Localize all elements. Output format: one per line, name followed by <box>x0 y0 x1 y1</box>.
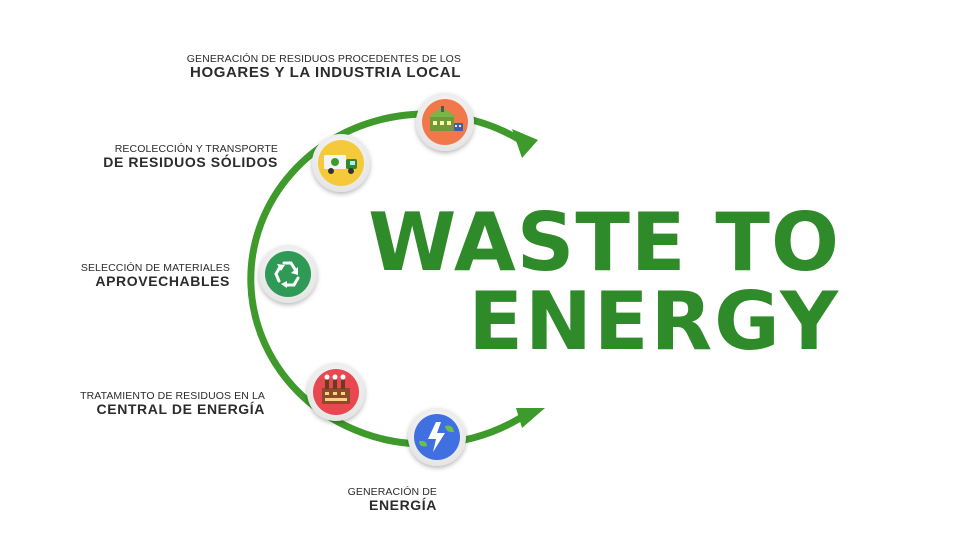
step-tratamiento-title: CENTRAL DE ENERGÍA <box>96 401 265 418</box>
step-energia-label: GENERACIÓN DE ENERGÍA <box>347 486 437 514</box>
headline-line-2: ENERGY <box>468 275 840 368</box>
step-recoleccion-title: DE RESIDUOS SÓLIDOS <box>103 154 278 171</box>
house-factory-icon <box>428 106 463 131</box>
recycle-icon <box>274 261 300 288</box>
step-recoleccion-label: RECOLECCIÓN Y TRANSPORTE DE RESIDUOS SÓL… <box>103 143 278 171</box>
step-recoleccion-icon-badge <box>312 134 370 192</box>
step-tratamiento-icon-badge <box>307 363 365 421</box>
garbage-truck-icon <box>324 155 357 174</box>
step-recoleccion-subtitle: RECOLECCIÓN Y TRANSPORTE <box>114 143 278 155</box>
power-plant-icon <box>322 374 350 404</box>
step-energia-title: ENERGÍA <box>369 497 437 514</box>
lightning-icon <box>419 422 454 452</box>
top-arrowhead <box>512 129 538 158</box>
step-hogares-label: GENERACIÓN DE RESIDUOS PROCEDENTES DE LO… <box>186 53 461 82</box>
step-seleccion-title: APROVECHABLES <box>95 273 230 290</box>
bottom-arrowhead <box>516 408 545 428</box>
step-hogares-subtitle: GENERACIÓN DE RESIDUOS PROCEDENTES DE LO… <box>186 53 461 65</box>
step-energia-icon-badge <box>408 408 466 466</box>
step-energia-subtitle: GENERACIÓN DE <box>347 486 437 498</box>
step-seleccion-label: SELECCIÓN DE MATERIALES APROVECHABLES <box>80 262 230 290</box>
step-seleccion-icon-badge <box>259 245 317 303</box>
step-hogares-title: HOGARES Y LA INDUSTRIA LOCAL <box>190 64 461 82</box>
step-hogares-icon-badge <box>416 93 474 151</box>
step-seleccion-subtitle: SELECCIÓN DE MATERIALES <box>80 262 230 274</box>
headline-line-1: WASTE TO <box>368 196 840 289</box>
step-tratamiento-label: TRATAMIENTO DE RESIDUOS EN LA CENTRAL DE… <box>80 390 265 418</box>
step-tratamiento-subtitle: TRATAMIENTO DE RESIDUOS EN LA <box>80 390 265 402</box>
